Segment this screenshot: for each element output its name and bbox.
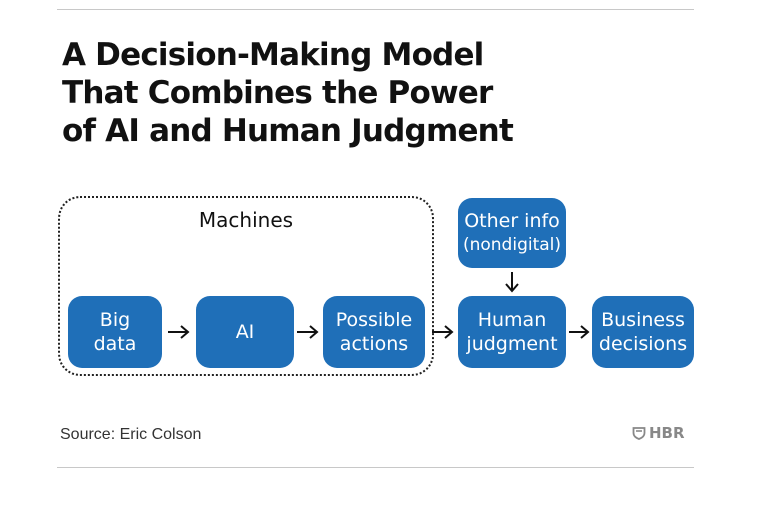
hbr-logo: HBR: [632, 424, 685, 442]
title-line-1: A Decision-Making Model: [62, 37, 484, 73]
machines-group-label: Machines: [198, 208, 294, 232]
node-big-data-line-1: Big: [99, 309, 131, 331]
page-title: A Decision-Making Model That Combines th…: [62, 36, 702, 150]
title-line-2: That Combines the Power: [62, 75, 493, 111]
machines-group-box: [58, 196, 434, 376]
source-credit: Source: Eric Colson: [60, 426, 202, 443]
node-big-data-line-2: data: [93, 333, 137, 355]
arrow-actions-to-judgment: [432, 325, 454, 339]
node-business-decisions-line-2: decisions: [598, 333, 688, 355]
arrow-bigdata-to-ai: [168, 325, 190, 339]
node-ai-label: AI: [235, 321, 255, 343]
node-other-info-line-2: (nondigital): [462, 235, 562, 255]
arrow-ai-to-actions: [297, 325, 319, 339]
node-big-data: Big data: [68, 296, 162, 368]
node-human-judgment: Human judgment: [458, 296, 566, 368]
node-ai: AI: [196, 296, 294, 368]
node-other-info: Other info (nondigital): [458, 198, 566, 268]
node-other-info-line-1: Other info: [464, 210, 560, 232]
title-line-3: of AI and Human Judgment: [62, 113, 514, 149]
node-possible-actions-line-1: Possible: [335, 309, 413, 331]
shield-icon: [632, 427, 646, 440]
node-human-judgment-line-1: Human: [477, 309, 547, 331]
node-business-decisions-line-1: Business: [601, 309, 685, 331]
hbr-logo-text: HBR: [649, 424, 685, 442]
top-divider: [57, 9, 694, 10]
bottom-divider: [57, 467, 694, 468]
node-human-judgment-line-2: judgment: [466, 333, 558, 355]
node-possible-actions: Possible actions: [323, 296, 425, 368]
node-possible-actions-line-2: actions: [339, 333, 409, 355]
arrow-otherinfo-to-judgment: [505, 272, 519, 293]
arrow-judgment-to-decisions: [569, 325, 590, 339]
node-business-decisions: Business decisions: [592, 296, 694, 368]
